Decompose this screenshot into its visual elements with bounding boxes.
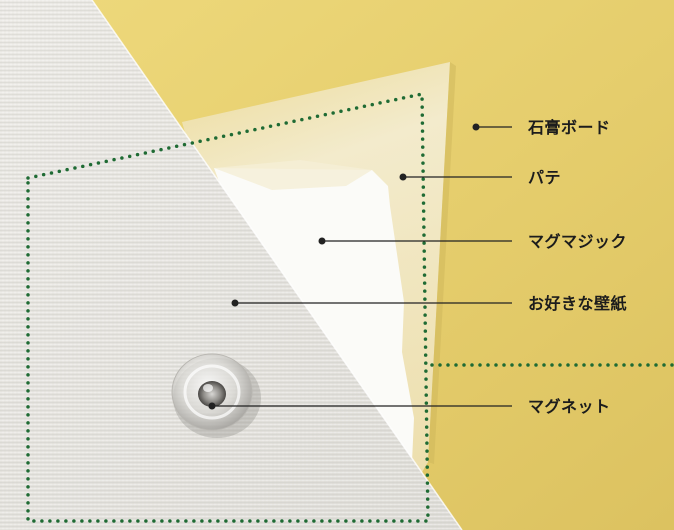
label-gypsum-board: 石膏ボード (528, 118, 611, 137)
leader-putty (399, 173, 512, 181)
label-magnet: マグネット (528, 397, 611, 416)
mag-magic-tint (214, 160, 372, 190)
magnet-icon (171, 353, 261, 438)
label-mag-magic: マグマジック (528, 232, 628, 251)
leader-mag-magic (318, 237, 512, 245)
wallpaper-edge (91, 0, 463, 530)
leader-magnet (208, 402, 512, 410)
leader-gypsum-board (472, 123, 512, 131)
wallpaper-dotted-outline (26, 91, 430, 523)
label-wallpaper: お好きな壁紙 (528, 294, 628, 313)
wallpaper-texture (0, 0, 462, 530)
label-putty: パテ (528, 168, 562, 187)
putty-edge-shadow (428, 62, 456, 464)
leader-wallpaper (231, 299, 512, 307)
